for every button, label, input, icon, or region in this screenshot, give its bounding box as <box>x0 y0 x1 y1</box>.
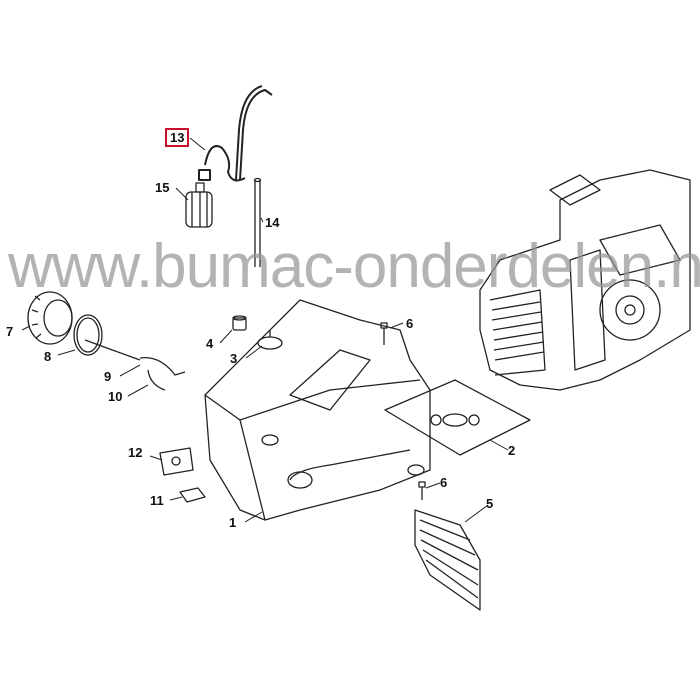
valve-disc <box>257 330 283 350</box>
part-label-3[interactable]: 3 <box>230 351 238 366</box>
part-label-10[interactable]: 10 <box>108 389 123 404</box>
tank-housing <box>204 299 431 521</box>
leader-lines <box>21 137 509 523</box>
part-label-14[interactable]: 14 <box>265 215 280 230</box>
part-label-6b[interactable]: 6 <box>440 475 448 490</box>
part-label-7[interactable]: 7 <box>6 324 14 339</box>
part-label-15[interactable]: 15 <box>155 180 170 195</box>
seal-ring <box>73 314 103 356</box>
part-label-1[interactable]: 1 <box>229 515 237 530</box>
part-label-2[interactable]: 2 <box>508 443 516 458</box>
part-label-11[interactable]: 11 <box>150 493 164 508</box>
tube <box>253 177 262 267</box>
part-label-9[interactable]: 9 <box>104 369 112 384</box>
grommet <box>232 315 247 331</box>
engine-block <box>479 169 691 391</box>
fuel-filter <box>185 182 213 228</box>
bracket-plate <box>159 447 194 476</box>
gasket <box>384 379 531 456</box>
part-label-5[interactable]: 5 <box>486 496 494 511</box>
watermark: www.bumac-onderdelen.nl <box>8 232 700 301</box>
part-label-12[interactable]: 12 <box>128 445 143 460</box>
nut <box>179 487 206 503</box>
pickup-cord <box>84 339 141 361</box>
tank-cap <box>27 291 73 345</box>
part-label-13[interactable]: 13 <box>165 128 190 147</box>
screen-cover <box>414 509 481 611</box>
retainer <box>139 356 186 391</box>
screw <box>418 481 426 500</box>
fuel-hose <box>198 85 273 182</box>
part-label-4[interactable]: 4 <box>206 336 214 351</box>
part-label-6[interactable]: 6 <box>406 316 414 331</box>
part-label-8[interactable]: 8 <box>44 349 52 364</box>
